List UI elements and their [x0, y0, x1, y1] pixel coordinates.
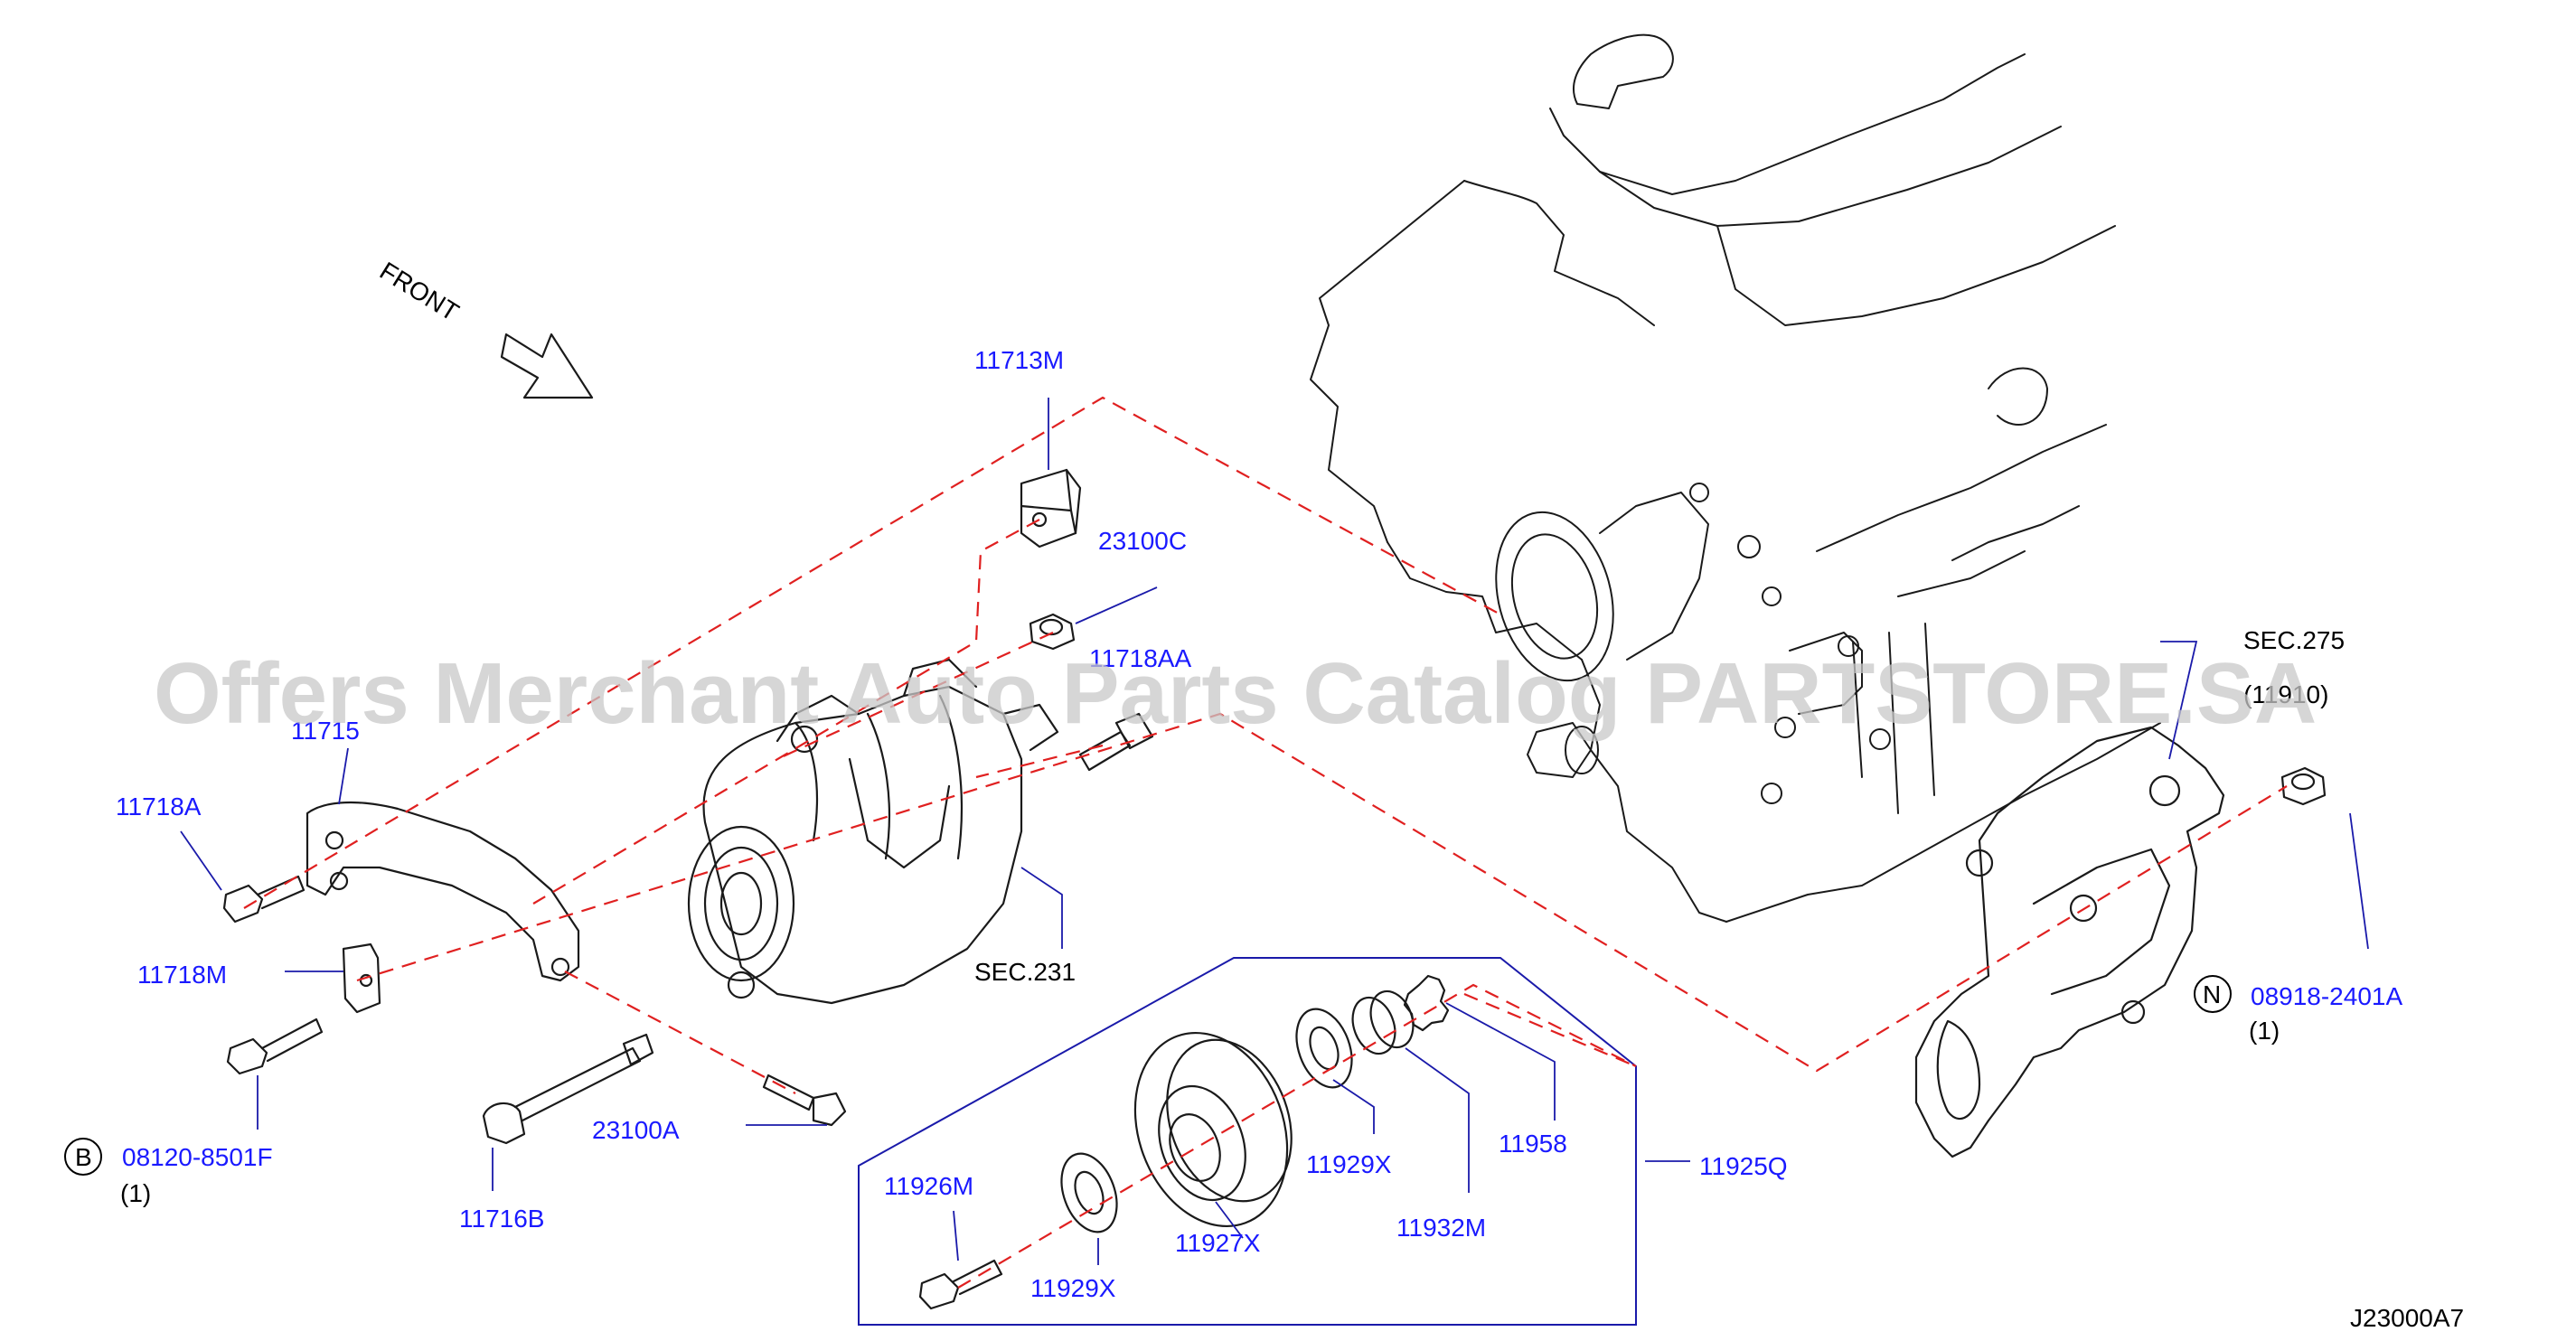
label-08120-8501F[interactable]: 08120-8501F [122, 1143, 273, 1171]
label-11929X-right[interactable]: 11929X [1306, 1150, 1392, 1178]
badge-b-icon [64, 1138, 102, 1176]
leader-lines [180, 398, 2369, 1265]
label-11929X-left[interactable]: 11929X [1030, 1274, 1116, 1302]
part-labels: 11713M 23100C 11718AA 11715 11718A 11718… [64, 346, 2464, 1332]
watermark-text: Offers Merchant Auto Parts Catalog PARTS… [154, 645, 2317, 742]
small-parts-drawing [222, 468, 2327, 1145]
label-11932M[interactable]: 11932M [1396, 1214, 1486, 1242]
label-11716B[interactable]: 11716B [459, 1205, 544, 1233]
engine-block-drawing [1310, 33, 2161, 923]
qty-08918-2401A: (1) [2249, 1017, 2280, 1045]
label-23100A[interactable]: 23100A [592, 1116, 680, 1144]
label-08918-2401A[interactable]: 08918-2401A [2251, 982, 2402, 1010]
diagram-code: J23000A7 [2350, 1304, 2464, 1332]
front-indicator: FRONT [375, 257, 594, 399]
label-23100C[interactable]: 23100C [1098, 527, 1187, 555]
label-11926M[interactable]: 11926M [884, 1172, 973, 1200]
label-11718A[interactable]: 11718A [116, 792, 202, 821]
kit-11925Q-outline [858, 957, 1637, 1326]
front-arrow-icon [500, 333, 594, 399]
assembly-dashed-lines [243, 396, 2288, 1289]
label-11713M[interactable]: 11713M [974, 346, 1064, 374]
label-11925Q[interactable]: 11925Q [1699, 1152, 1788, 1180]
label-11927X[interactable]: 11927X [1175, 1229, 1261, 1257]
badge-b-letter: B [75, 1143, 92, 1171]
compressor-bracket-drawing [1914, 726, 2225, 1158]
badge-n-letter: N [2203, 980, 2221, 1008]
label-11958[interactable]: 11958 [1499, 1130, 1567, 1158]
label-sec275-sub: (11910) [2243, 680, 2328, 708]
label-11715[interactable]: 11715 [291, 717, 360, 745]
badge-n-icon [2194, 975, 2232, 1013]
label-sec275[interactable]: SEC.275 [2243, 626, 2345, 654]
label-sec231[interactable]: SEC.231 [974, 958, 1076, 986]
label-11718M[interactable]: 11718M [137, 961, 227, 989]
qty-08120-8501F: (1) [120, 1179, 151, 1207]
idler-pulley-kit-drawing [858, 957, 1637, 1326]
front-label: FRONT [375, 257, 464, 326]
alternator-drawing [687, 658, 1059, 1005]
label-11718AA[interactable]: 11718AA [1089, 644, 1191, 672]
